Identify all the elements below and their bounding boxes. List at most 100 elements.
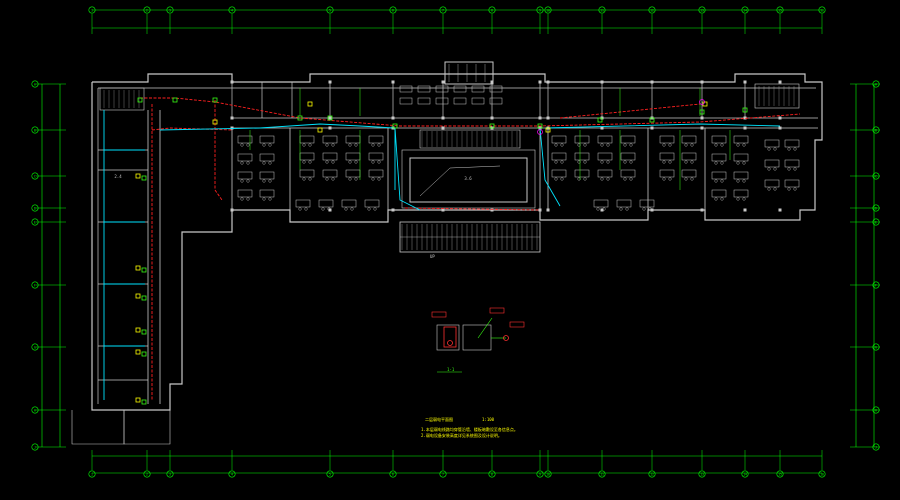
chair (377, 177, 381, 181)
vertical-branch-red (214, 100, 223, 201)
interior-stair (419, 129, 521, 149)
bottom-axis-bubble (326, 470, 334, 478)
chair (268, 197, 272, 201)
bottom-axis-bubble (439, 470, 447, 478)
camera-device (699, 99, 705, 105)
chair (268, 161, 272, 165)
detail-tag (509, 321, 525, 328)
chair (302, 177, 306, 181)
top-axis-bubble (818, 6, 826, 14)
info-outlet (135, 293, 141, 299)
chair (354, 177, 358, 181)
bottom-axis-label: 7 (442, 473, 444, 477)
structural-column (230, 116, 234, 120)
desk (259, 171, 275, 180)
top-axis-label: 6 (392, 9, 394, 13)
chair (240, 197, 244, 201)
desk (733, 171, 749, 180)
central-hall-outline (409, 157, 528, 203)
meeting-table (453, 85, 467, 93)
chair (308, 160, 312, 164)
chair (662, 177, 666, 181)
notes-line-2: 2.弱电设备安装高度详见系统图及设计说明。 (421, 432, 502, 438)
chair (668, 177, 672, 181)
chair (371, 143, 375, 147)
bottom-axis-bubble (488, 470, 496, 478)
chair (596, 207, 600, 211)
central-hall-border (401, 149, 536, 209)
bottom-axis-bubble (818, 470, 826, 478)
chair (302, 160, 306, 164)
chair (736, 161, 740, 165)
structural-column (600, 208, 604, 212)
chair (308, 177, 312, 181)
chair (684, 177, 688, 181)
structural-column (538, 80, 542, 84)
desk (237, 189, 253, 198)
bottom-axis-label: 1 (91, 473, 93, 477)
chair (767, 187, 771, 191)
chair (354, 160, 358, 164)
bottom-axis-label: 14 (743, 473, 747, 477)
bottom-axis-label: 2 (146, 473, 148, 477)
meeting-table (489, 85, 503, 93)
bottom-axis-label: 16 (820, 473, 824, 477)
east-corridor-cyan (544, 123, 781, 129)
top-axis-label: 5 (329, 9, 331, 13)
desk (620, 152, 636, 161)
right-axis-label: G (875, 345, 877, 349)
annex-outline (71, 410, 125, 445)
right-axis-bubble (872, 204, 880, 212)
desk (574, 135, 590, 144)
info-outlet (141, 399, 147, 405)
chair (623, 143, 627, 147)
desk (593, 199, 609, 208)
bottom-axis-bubble (536, 470, 544, 478)
top-axis-bubble (166, 6, 174, 14)
right-axis-label: D (875, 206, 877, 210)
junction-box (392, 123, 398, 129)
chair (606, 160, 610, 164)
junction-box (212, 97, 218, 103)
bottom-axis-bubble (698, 470, 706, 478)
top-axis-label: 16 (820, 9, 824, 13)
bottom-axis-bubble (544, 470, 552, 478)
desk (659, 152, 675, 161)
chair (583, 160, 587, 164)
chair (662, 160, 666, 164)
north-lobby (444, 61, 494, 85)
chair (773, 147, 777, 151)
desk (574, 169, 590, 178)
detail-cabinet (436, 324, 460, 351)
desk (341, 199, 357, 208)
info-outlet (135, 265, 141, 271)
top-axis-bubble (776, 6, 784, 14)
meeting-table (399, 97, 413, 105)
bottom-axis-bubble (776, 470, 784, 478)
structural-column (230, 126, 234, 130)
east-branch-red (559, 103, 701, 119)
meeting-table (471, 97, 485, 105)
chair (268, 179, 272, 183)
chair (577, 177, 581, 181)
desk (733, 135, 749, 144)
chair (325, 160, 329, 164)
chair (629, 143, 633, 147)
chair (240, 161, 244, 165)
right-axis-bubble (872, 80, 880, 88)
bottom-axis-bubble (228, 470, 236, 478)
detail-device-red (443, 326, 457, 348)
bottom-axis-label: 10 (546, 473, 550, 477)
chair (371, 160, 375, 164)
info-outlet (141, 267, 147, 273)
desk (659, 135, 675, 144)
desk (639, 199, 655, 208)
structural-column (778, 208, 782, 212)
desk (299, 135, 315, 144)
structural-column (778, 126, 782, 130)
top-axis-label: 2 (146, 9, 148, 13)
desk (322, 169, 338, 178)
left-axis-bubble (31, 281, 39, 289)
